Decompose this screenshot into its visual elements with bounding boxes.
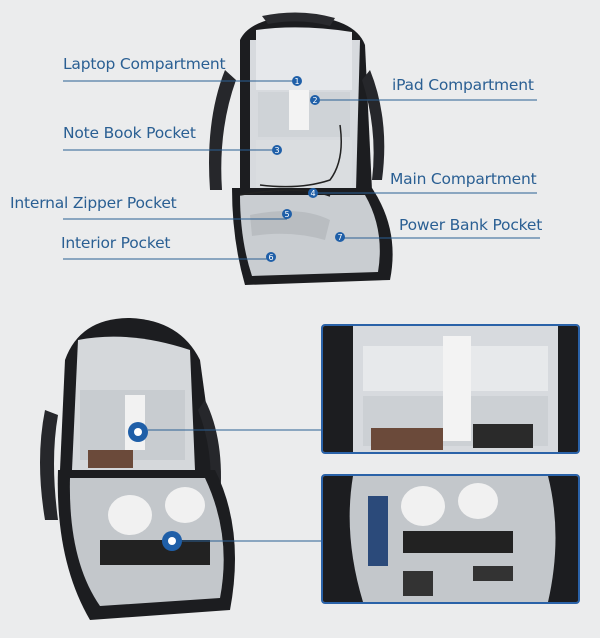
label-ipad-compartment: iPad Compartment <box>392 76 534 94</box>
backpack-bottom-illustration <box>40 318 322 620</box>
callout-num-3: 3 <box>274 146 279 155</box>
callout-num-2: 2 <box>312 96 317 105</box>
callout-marker-4 <box>308 188 318 198</box>
callout-num-1: 1 <box>294 77 299 86</box>
label-laptop-compartment: Laptop Compartment <box>63 55 226 73</box>
callout-marker-2 <box>310 95 320 105</box>
label-main-compartment: Main Compartment <box>390 170 537 188</box>
callout-marker-3 <box>272 145 282 155</box>
callout-num-4: 4 <box>310 189 315 198</box>
callout-marker-6 <box>266 252 276 262</box>
detail-photo-laptop-section <box>321 324 580 454</box>
callout-marker-5 <box>282 209 292 219</box>
label-power-bank-pocket: Power Bank Pocket <box>399 216 543 234</box>
label-note-book-pocket: Note Book Pocket <box>63 124 196 142</box>
callout-marker-1 <box>292 76 302 86</box>
detail-photo-main-compartment <box>321 474 580 604</box>
label-internal-zipper-pocket: Internal Zipper Pocket <box>10 194 177 212</box>
callout-lines <box>63 80 540 260</box>
callout-marker-7 <box>335 232 345 242</box>
callout-num-6: 6 <box>268 253 273 262</box>
label-interior-pocket: Interior Pocket <box>61 234 171 252</box>
callout-num-5: 5 <box>284 210 289 219</box>
callout-num-7: 7 <box>337 233 342 242</box>
